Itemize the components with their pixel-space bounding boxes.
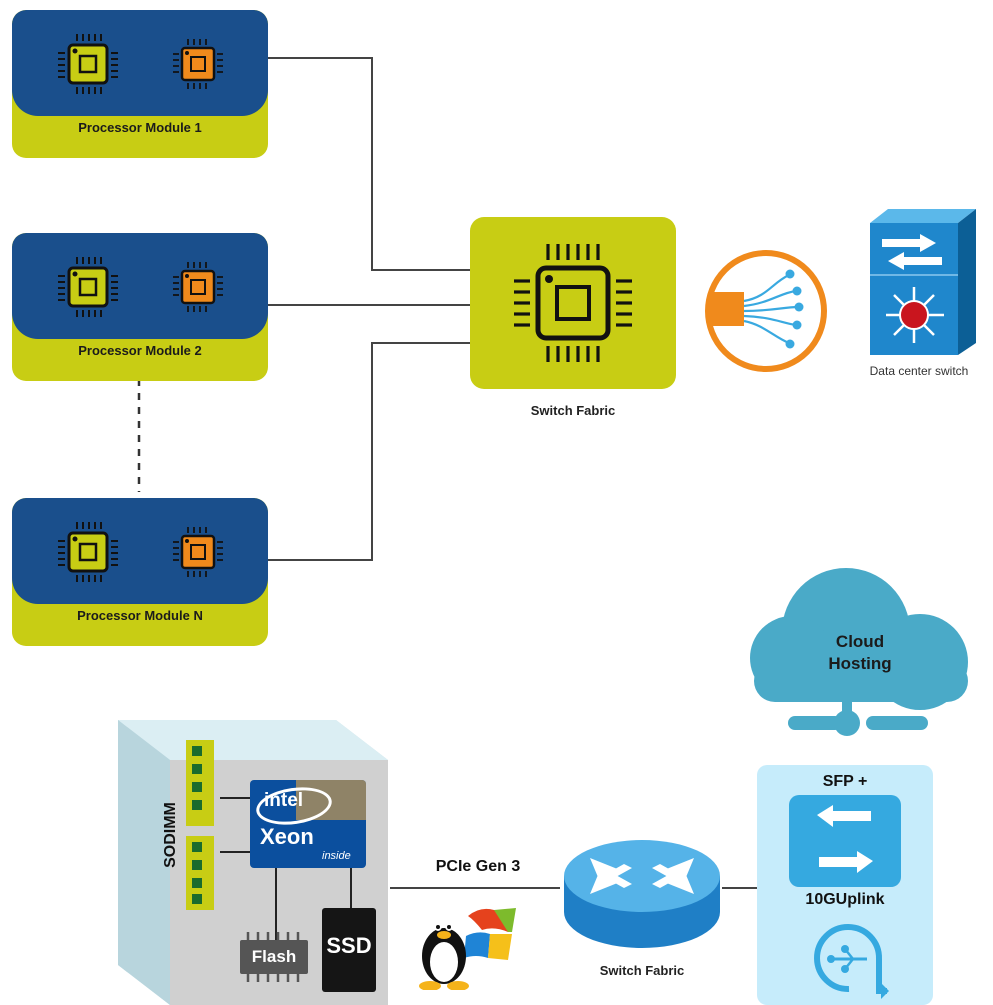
processor-module-2: Processor Module 2: [12, 233, 268, 381]
sodimm-label: SODIMM: [162, 802, 179, 868]
router-icon: [564, 840, 720, 948]
die-pattern: [296, 780, 366, 820]
module-label: Processor Module 1: [78, 120, 202, 135]
intel-text: intel: [264, 790, 304, 811]
switch-fabric-bottom-label: Switch Fabric: [599, 963, 685, 978]
cloud-label-line2: Hosting: [828, 654, 892, 673]
inside-text: inside: [322, 850, 351, 862]
pcie-label: PCIe Gen 3: [435, 858, 521, 875]
linux-windows-os-icon: [419, 908, 516, 990]
uplink-panel: SFP + 10GUplink: [757, 765, 933, 1005]
module-label: Processor Module 2: [78, 343, 202, 358]
cloud-icon: [750, 568, 968, 736]
processor-module-n: Processor Module N: [12, 498, 268, 646]
uplink-label: 10GUplink: [805, 891, 885, 908]
sfp-label: SFP +: [822, 773, 868, 790]
cloud-label: Cloud Hosting: [790, 631, 930, 675]
switch-fabric-chip: [470, 217, 676, 389]
flash-chip-pins: [246, 932, 300, 982]
flash-chip: Flash: [240, 940, 308, 974]
sfp-port-icon: [789, 795, 901, 887]
uplink-icon: [814, 924, 889, 999]
chip-icon: [514, 244, 632, 362]
cloud-label-line1: Cloud: [835, 632, 885, 651]
processor-chip-icons: [58, 257, 223, 317]
processor-chip-icons: [58, 522, 223, 582]
sodimm-sticks: [186, 740, 214, 910]
processor-chip-icons: [58, 34, 223, 94]
module-label: Processor Module N: [77, 608, 203, 623]
xeon-text: Xeon: [260, 824, 314, 849]
ssd-drive: SSD: [322, 908, 376, 992]
fiber-optic-icon: [705, 250, 827, 372]
processor-module-1: Processor Module 1: [12, 10, 268, 158]
switch-fabric-label: Switch Fabric: [530, 403, 616, 418]
intel-xeon-logo: intel Xeon inside: [250, 780, 366, 868]
data-center-switch-icon: [870, 209, 976, 355]
data-center-switch-label: Data center switch: [869, 364, 969, 378]
